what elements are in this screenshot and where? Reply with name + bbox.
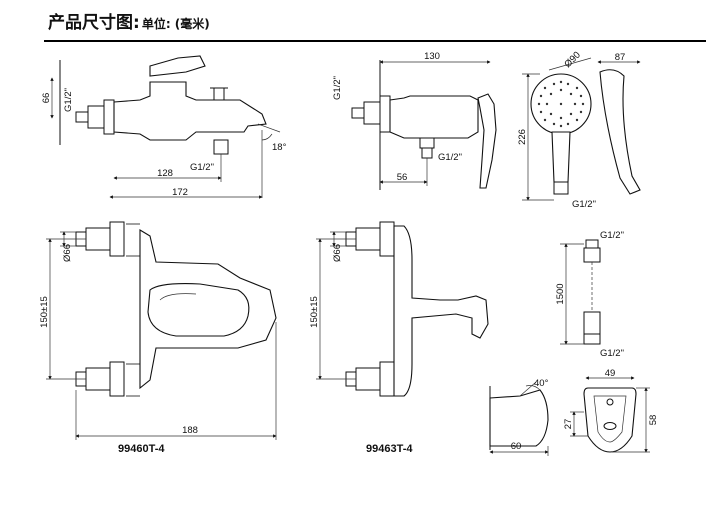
dim-label-66: Ø66 bbox=[62, 244, 73, 262]
bottom-outlet-nut bbox=[419, 137, 435, 149]
hose-slot bbox=[603, 422, 617, 430]
thread-label-bottom: G1/2" bbox=[438, 152, 462, 163]
holder-recess bbox=[593, 395, 627, 443]
dim-label-188: 188 bbox=[182, 425, 198, 436]
dim-label-150: 150±15 bbox=[309, 296, 320, 328]
holder-front-view: 49 58 27 bbox=[563, 368, 659, 453]
hose-bottom-ferrule bbox=[583, 311, 601, 335]
hand-shower-view: Ø90 226 G1/2" 87 bbox=[517, 50, 641, 210]
angle-label: 18° bbox=[272, 142, 287, 153]
top-rosette bbox=[109, 221, 125, 257]
holder-profile bbox=[489, 389, 549, 447]
inlet-pipe bbox=[75, 111, 89, 123]
diverter-knob bbox=[213, 87, 225, 101]
wall-rosette bbox=[379, 95, 391, 133]
inlet-nut bbox=[87, 105, 105, 129]
valve-side-view: 130 G1/2" G1/2" 56 bbox=[332, 51, 497, 190]
dim-line-diameter bbox=[548, 57, 592, 71]
mixer-side-view: 66 G1/2" 18° G1/2" 128 172 bbox=[41, 55, 287, 199]
units-label: 单位: (毫米) bbox=[141, 17, 210, 31]
angle-label: 40° bbox=[534, 378, 549, 389]
bottom-outlet bbox=[421, 147, 433, 159]
lever-handle bbox=[147, 283, 250, 337]
model-number: 99463T-4 bbox=[366, 443, 413, 455]
handle-connector bbox=[553, 181, 569, 195]
page-header: 产品尺寸图: 单位: (毫米) bbox=[48, 8, 210, 36]
angle-arc bbox=[261, 133, 273, 141]
dim-label-27: 27 bbox=[563, 419, 574, 430]
thread-label-top: G1/2" bbox=[600, 230, 624, 241]
hose-top-nut bbox=[585, 239, 599, 249]
dim-label-87: 87 bbox=[615, 52, 626, 63]
angle-line bbox=[257, 123, 281, 133]
top-rosette bbox=[379, 221, 395, 257]
dim-label-226: 226 bbox=[517, 129, 528, 145]
bottom-rosette bbox=[379, 361, 395, 397]
dim-label-1500: 1500 bbox=[555, 283, 566, 304]
spray-nozzles bbox=[537, 80, 585, 128]
lever-highlight bbox=[159, 293, 197, 301]
hose-view: G1/2" G1/2" 1500 bbox=[555, 230, 624, 359]
lever-handle bbox=[149, 55, 206, 77]
holder-side-view: 40° 60 bbox=[489, 378, 549, 456]
thread-label: G1/2" bbox=[572, 199, 596, 210]
mixer-body bbox=[113, 81, 267, 141]
valve-body bbox=[393, 225, 489, 397]
shower-handle bbox=[551, 131, 571, 183]
dim-label-130: 130 bbox=[424, 51, 440, 62]
bottom-inlet-nut bbox=[85, 367, 111, 391]
dim-label-diameter: Ø90 bbox=[562, 50, 582, 70]
inlet-pipe bbox=[351, 107, 365, 119]
dim-label-60: 60 bbox=[511, 441, 522, 452]
dim-label-56: 56 bbox=[397, 172, 408, 183]
bottom-rosette bbox=[109, 361, 125, 397]
thread-label-bottom: G1/2" bbox=[190, 162, 214, 173]
dim-label-150: 150±15 bbox=[39, 296, 50, 328]
angle-arc bbox=[525, 385, 541, 391]
valve-lever bbox=[477, 93, 497, 189]
valve-front-view: Ø66 150±15 99463T-4 bbox=[309, 221, 489, 455]
valve-body bbox=[389, 95, 479, 139]
dim-label-172: 172 bbox=[172, 187, 188, 198]
header-rule bbox=[44, 40, 706, 42]
thread-label-vertical: G1/2" bbox=[332, 76, 343, 100]
shower-profile bbox=[599, 69, 641, 195]
page-title: 产品尺寸图: bbox=[48, 13, 140, 33]
holder-plate bbox=[583, 387, 637, 453]
thread-label-bottom: G1/2" bbox=[600, 348, 624, 359]
mixer-front-view: Ø66 150±15 188 99460T-4 bbox=[39, 221, 277, 455]
model-number: 99460T-4 bbox=[118, 443, 165, 455]
wall-rosette bbox=[103, 99, 115, 135]
inlet-nut bbox=[363, 101, 381, 125]
dim-label-128: 128 bbox=[157, 168, 173, 179]
hose-bottom-nut bbox=[583, 333, 601, 345]
dim-label-66: 66 bbox=[41, 93, 52, 104]
dim-label-49: 49 bbox=[605, 368, 616, 379]
hose-top-ferrule bbox=[583, 247, 601, 263]
dim-label-58: 58 bbox=[648, 415, 659, 426]
bottom-inlet-nut bbox=[355, 367, 381, 391]
thread-label-vertical: G1/2" bbox=[63, 88, 74, 112]
dim-label-66: Ø66 bbox=[332, 244, 343, 262]
angle-line bbox=[519, 381, 537, 397]
screw-hole-top bbox=[606, 398, 614, 406]
top-inlet-nut bbox=[85, 227, 111, 251]
top-inlet-nut bbox=[355, 227, 381, 251]
bottom-outlet bbox=[213, 139, 229, 155]
